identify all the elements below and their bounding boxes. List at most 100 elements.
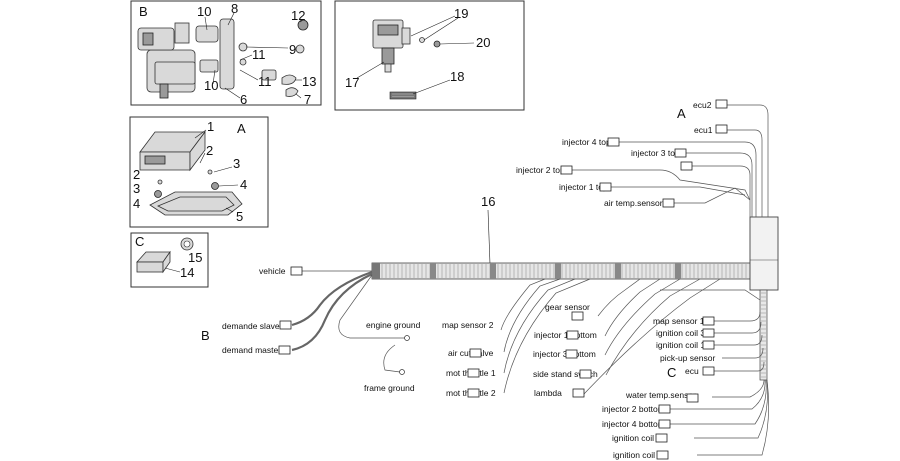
connector-map-sensor-2: map sensor 2 — [442, 320, 494, 330]
connector-air-cut-valve: air cut valve — [448, 348, 494, 358]
callout-12: 12 — [291, 8, 305, 23]
zone-label-a: A — [677, 106, 686, 121]
panel-a: A 1 2 3 3 2 4 4 5 — [129, 116, 269, 228]
harness-number: 16 — [481, 194, 495, 209]
connector-side-stand-switch: side stand switch — [533, 369, 598, 379]
svg-text:demand master: demand master — [222, 345, 281, 355]
svg-text:vehicle: vehicle — [259, 266, 286, 276]
connector-map-sensor-1: map sensor 1 — [653, 316, 715, 326]
callout-3a: 3 — [133, 181, 140, 196]
callout-18: 18 — [450, 69, 464, 84]
svg-text:injector 2 top: injector 2 top — [516, 165, 565, 175]
callout-17: 17 — [345, 75, 359, 90]
connector-lambda: lambda — [534, 388, 585, 398]
harness-trunk — [371, 262, 753, 280]
svg-text:ecu: ecu — [685, 366, 699, 376]
callout-2b: 2 — [133, 167, 140, 182]
svg-text:gear sensor: gear sensor — [545, 302, 590, 312]
svg-text:ignition coil 2: ignition coil 2 — [612, 433, 661, 443]
module-illustration — [136, 237, 194, 274]
callout-10a: 10 — [197, 4, 211, 19]
main-harness: 16 — [201, 99, 779, 460]
modulator-assembly-illustration — [137, 18, 309, 99]
connector-gear-sensor: gear sensor — [545, 302, 590, 321]
connector-air-temp-sensor: air temp.sensor — [604, 198, 675, 208]
label-frame-ground: frame ground — [364, 383, 415, 393]
connector-vehicle: vehicle — [259, 266, 303, 276]
svg-text:injector 1 bottom: injector 1 bottom — [534, 330, 597, 340]
connector-injector-2-bottom: injector 2 bottom — [602, 404, 671, 414]
panel-relay-frame — [334, 0, 525, 111]
svg-text:injector 4 top: injector 4 top — [562, 137, 611, 147]
connector-injector-3-bottom: injector 3 bottom — [533, 349, 596, 359]
label-engine-ground: engine ground — [366, 320, 421, 330]
lower-right-branches — [660, 289, 770, 456]
callout-1: 1 — [207, 119, 214, 134]
panel-b: B — [130, 0, 322, 107]
svg-text:injector 4 bottom: injector 4 bottom — [602, 419, 665, 429]
callout-13: 13 — [302, 74, 316, 89]
sticker-strip — [389, 91, 417, 100]
callout-11b: 11 — [258, 74, 272, 89]
connector-unlabeled-top — [680, 161, 693, 171]
svg-text:ecu2: ecu2 — [693, 100, 712, 110]
connector-injector-1-bottom: injector 1 bottom — [534, 330, 597, 340]
callout-6: 6 — [240, 92, 247, 107]
connector-ecu1: ecu1 — [694, 124, 728, 135]
callout-9: 9 — [289, 42, 296, 57]
panel-c-frame — [130, 232, 209, 288]
callout-5: 5 — [236, 209, 243, 224]
harness-conduit — [759, 289, 768, 381]
callout-4a: 4 — [133, 196, 140, 211]
connector-ecu2: ecu2 — [693, 99, 728, 110]
panel-b-frame — [130, 0, 322, 106]
connector-ignition-coil-4: ignition coil 4 — [613, 450, 669, 460]
connector-mot-throttle-1: mot throttle 1 — [446, 368, 496, 378]
middle-branches — [500, 278, 721, 395]
callout-10b: 10 — [204, 78, 218, 93]
callout-14: 14 — [180, 265, 194, 280]
callout-2a: 2 — [206, 143, 213, 158]
connector-injector-3-top: injector 3 top — [631, 148, 687, 158]
connector-ignition-coil-1: ignition coil 1 — [656, 340, 715, 350]
svg-text:ignition coil 1: ignition coil 1 — [656, 340, 705, 350]
upper-branches — [572, 104, 769, 217]
callout-11a: 11 — [252, 47, 266, 62]
callout-4b: 4 — [240, 177, 247, 192]
callout-20: 20 — [476, 35, 490, 50]
connector-demande-slave: demande slave — [222, 320, 292, 331]
connector-injector-1-top: injector 1 top — [559, 182, 612, 192]
callout-7: 7 — [304, 92, 311, 107]
svg-text:ignition coil 4: ignition coil 4 — [613, 450, 662, 460]
svg-text:injector 1 top: injector 1 top — [559, 182, 608, 192]
zone-label-c: C — [667, 365, 676, 380]
left-branches — [291, 270, 410, 375]
callout-15: 15 — [188, 250, 202, 265]
svg-text:injector 2 bottom: injector 2 bottom — [602, 404, 665, 414]
panel-relay: 19 20 17 18 — [334, 0, 525, 111]
panel-a-letter: A — [237, 121, 246, 136]
svg-text:ignition coil 3: ignition coil 3 — [656, 328, 705, 338]
panel-b-letter: B — [139, 4, 148, 19]
connector-pick-up-sensor: pick-up sensor — [660, 353, 715, 363]
connector-ecu: ecu — [685, 366, 715, 376]
callout-3b: 3 — [233, 156, 240, 171]
connector-mot-throttle-2: mot throttle 2 — [446, 388, 496, 398]
svg-text:map sensor 1: map sensor 1 — [653, 316, 705, 326]
svg-text:demande slave: demande slave — [222, 321, 280, 331]
connector-ignition-coil-2: ignition coil 2 — [612, 433, 668, 443]
svg-text:side stand switch: side stand switch — [533, 369, 598, 379]
svg-text:lambda: lambda — [534, 388, 562, 398]
ecu-illustration — [139, 130, 243, 216]
connector-injector-2-top: injector 2 top — [516, 165, 573, 175]
connector-injector-4-bottom: injector 4 bottom — [602, 419, 671, 429]
panel-c: C 15 14 — [130, 232, 209, 288]
zone-label-b: B — [201, 328, 210, 343]
callout-19: 19 — [454, 6, 468, 21]
panel-c-letter: C — [135, 234, 144, 249]
connector-demand-master: demand master — [222, 345, 291, 355]
connector-water-temp-sensor: water temp.sensor — [625, 390, 699, 403]
relay-illustration — [372, 19, 441, 73]
svg-text:map sensor 2: map sensor 2 — [442, 320, 494, 330]
